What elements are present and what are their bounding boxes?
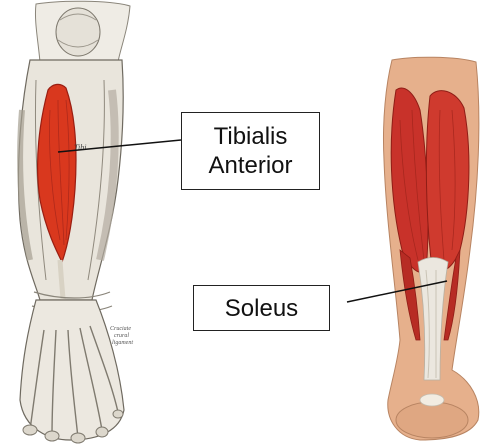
- tibialis-anterior-label: Tibialis Anterior: [181, 112, 320, 190]
- left-leg-illustration: Tibi Cruciate crural ligament: [18, 1, 133, 443]
- tibialis-label-line2: Anterior: [208, 151, 292, 180]
- left-leg-foot: [20, 300, 124, 440]
- ligament-label-line3: ligament: [112, 340, 133, 346]
- soleus-label: Soleus: [193, 285, 330, 331]
- ligament-label-line1: Cruciate: [110, 326, 131, 332]
- tibialis-label-line1: Tibialis: [214, 122, 288, 151]
- right-leg-illustration: [383, 57, 478, 440]
- soleus-label-text: Soleus: [225, 294, 298, 323]
- ligament-label-line2: crural: [114, 333, 129, 339]
